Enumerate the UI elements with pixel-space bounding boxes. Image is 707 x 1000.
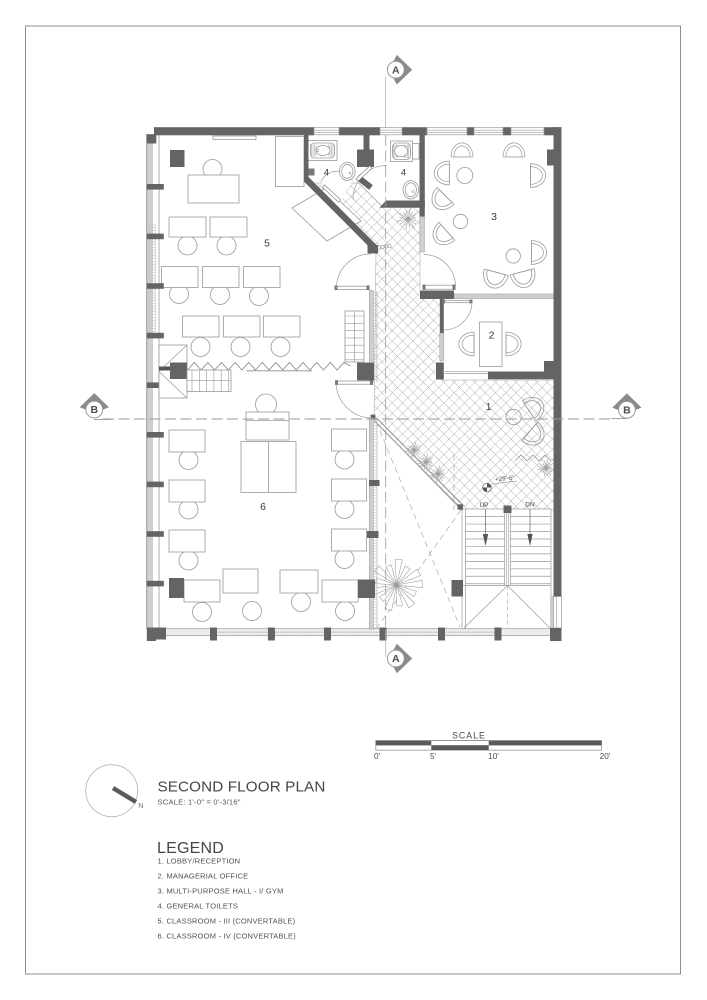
- svg-text:10': 10': [488, 752, 499, 761]
- svg-text:N: N: [138, 801, 143, 810]
- svg-text:2. MANAGERIAL OFFICE: 2. MANAGERIAL OFFICE: [158, 871, 249, 880]
- svg-text:SCALE: SCALE: [452, 731, 486, 741]
- svg-text:UP: UP: [479, 502, 488, 509]
- svg-text:3. MULTI-PURPOSE HALL - I/ GYM: 3. MULTI-PURPOSE HALL - I/ GYM: [158, 886, 284, 895]
- svg-text:LEGEND: LEGEND: [157, 840, 224, 857]
- svg-text:6: 6: [260, 501, 266, 513]
- svg-text:+29'-6": +29'-6": [495, 474, 515, 483]
- svg-text:3: 3: [491, 211, 497, 223]
- svg-text:2: 2: [489, 330, 495, 342]
- svg-text:SCALE: 1'-0" = 0'-3/16": SCALE: 1'-0" = 0'-3/16": [158, 798, 241, 807]
- svg-text:1. LOBBY/RECEPTION: 1. LOBBY/RECEPTION: [158, 856, 241, 865]
- svg-text:4: 4: [401, 168, 406, 179]
- svg-text:0': 0': [374, 752, 381, 761]
- svg-text:5: 5: [264, 238, 270, 250]
- svg-text:B: B: [91, 404, 99, 416]
- svg-text:A: A: [392, 653, 400, 665]
- svg-text:5. CLASSROOM - III (CONVERTABL: 5. CLASSROOM - III (CONVERTABLE): [158, 917, 296, 926]
- svg-text:SECOND FLOOR PLAN: SECOND FLOOR PLAN: [158, 779, 326, 796]
- svg-text:20': 20': [600, 752, 611, 761]
- svg-text:A: A: [392, 64, 400, 76]
- svg-text:B: B: [623, 404, 631, 416]
- svg-text:DN: DN: [525, 502, 535, 509]
- svg-text:4: 4: [324, 168, 329, 179]
- svg-text:6. CLASSROOM - IV (CONVERTABLE: 6. CLASSROOM - IV (CONVERTABLE): [158, 932, 297, 941]
- svg-text:4. GENERAL TOILETS: 4. GENERAL TOILETS: [158, 901, 239, 910]
- svg-text:5': 5': [430, 752, 437, 761]
- svg-text:1: 1: [486, 401, 492, 413]
